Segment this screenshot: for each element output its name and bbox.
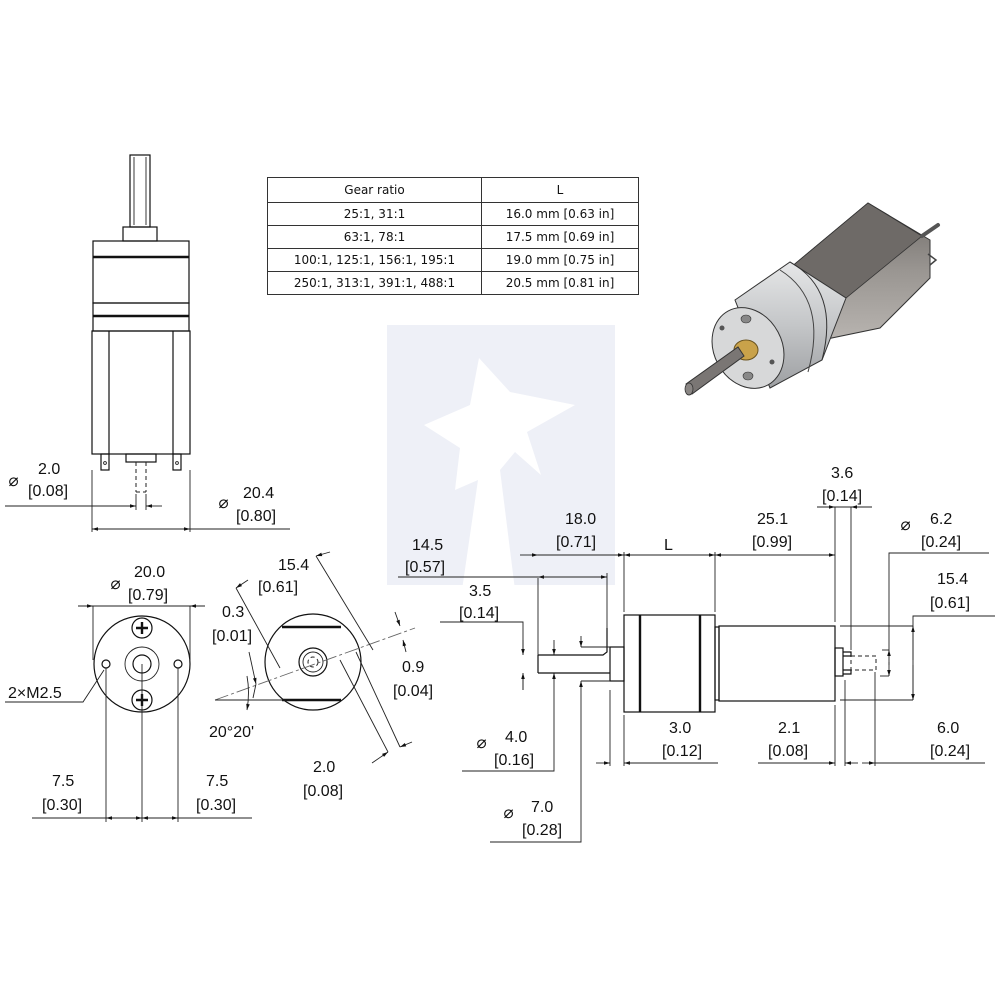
cell-ratio: 63:1, 78:1	[267, 225, 482, 249]
dim-bushing-dia-mm: 6.2	[930, 511, 952, 528]
dim-shaft-dia-mm: 4.0	[505, 729, 527, 746]
column-header-gear-ratio: Gear ratio	[267, 177, 482, 203]
dim-gearbox-dia-mm: 20.0	[134, 564, 165, 581]
dim-right-offset-mm: 7.5	[206, 773, 228, 790]
diameter-symbol: ⌀	[110, 574, 121, 594]
gearmotor-render	[684, 202, 940, 396]
dim-flat-length-mm: 3.5	[469, 583, 491, 600]
dim-bushing-dia-in: [0.24]	[921, 534, 961, 551]
dim-motor-length-mm: 25.1	[757, 511, 788, 528]
side-view	[398, 505, 995, 843]
dim-small-offset-in: [0.01]	[212, 628, 252, 645]
dim-tab-offset-mm: 0.9	[402, 659, 424, 676]
diameter-symbol: ⌀	[8, 471, 19, 491]
cell-length: 20.5 mm [0.81 in]	[481, 271, 639, 295]
column-header-length: L	[481, 177, 639, 203]
table-header-row: Gear ratio L	[267, 177, 639, 203]
label-mount-holes: 2×M2.5	[8, 685, 62, 702]
dim-tab-width-mm: 2.0	[313, 759, 335, 776]
dim-shaft-to-face-mm: 18.0	[565, 511, 596, 528]
dim-boss-dia-in: [0.28]	[522, 822, 562, 839]
cell-length: 16.0 mm [0.63 in]	[481, 202, 639, 226]
dim-small-offset-mm: 0.3	[222, 604, 244, 621]
dim-end-cap-in: [0.14]	[822, 488, 862, 505]
cell-ratio: 100:1, 125:1, 156:1, 195:1	[267, 248, 482, 272]
dim-shaft-to-face-in: [0.71]	[556, 534, 596, 551]
dim-motor-dia-in: [0.80]	[236, 508, 276, 525]
dim-motor-height-in: [0.61]	[930, 595, 970, 612]
dim-terminal-offset-in: [0.08]	[768, 743, 808, 760]
dim-shaft-end-dia-mm: 2.0	[38, 461, 60, 478]
dim-tab-offset-in: [0.04]	[393, 683, 433, 700]
dim-boss-length-in: [0.12]	[662, 743, 702, 760]
diameter-symbol: ⌀	[900, 515, 911, 535]
dim-terminal-length-mm: 6.0	[937, 720, 959, 737]
gear-ratio-table: Gear ratio L 25:1, 31:1 16.0 mm [0.63 in…	[267, 177, 639, 295]
cell-length: 17.5 mm [0.69 in]	[481, 225, 639, 249]
rear-view	[214, 551, 416, 764]
watermark-logo-icon	[424, 358, 575, 590]
dim-shaft-dia-in: [0.16]	[494, 752, 534, 769]
dim-boss-length-mm: 3.0	[669, 720, 691, 737]
dim-width-across-mm: 15.4	[278, 557, 309, 574]
table-row: 63:1, 78:1 17.5 mm [0.69 in]	[267, 225, 639, 249]
dim-left-offset-in: [0.30]	[42, 797, 82, 814]
dim-shaft-end-dia-in: [0.08]	[28, 483, 68, 500]
dim-angle: 20°20'	[209, 724, 254, 741]
dim-motor-length-in: [0.99]	[752, 534, 792, 551]
top-view	[5, 154, 290, 532]
dim-boss-dia-mm: 7.0	[531, 799, 553, 816]
dim-gearbox-length-L: L	[664, 537, 673, 554]
dim-end-cap-mm: 3.6	[831, 465, 853, 482]
dim-flat-length-in: [0.14]	[459, 605, 499, 622]
cell-length: 19.0 mm [0.75 in]	[481, 248, 639, 272]
dim-terminal-length-in: [0.24]	[930, 743, 970, 760]
diameter-symbol: ⌀	[218, 493, 229, 513]
table-row: 250:1, 313:1, 391:1, 488:1 20.5 mm [0.81…	[267, 271, 639, 295]
diameter-symbol: ⌀	[476, 733, 487, 753]
dim-motor-height-mm: 15.4	[937, 571, 968, 588]
table-row: 25:1, 31:1 16.0 mm [0.63 in]	[267, 202, 639, 226]
front-view	[5, 604, 252, 822]
cell-ratio: 250:1, 313:1, 391:1, 488:1	[267, 271, 482, 295]
dim-tab-width-in: [0.08]	[303, 783, 343, 800]
dim-left-offset-mm: 7.5	[52, 773, 74, 790]
diameter-symbol: ⌀	[503, 803, 514, 823]
cell-ratio: 25:1, 31:1	[267, 202, 482, 226]
dim-width-across-in: [0.61]	[258, 579, 298, 596]
dim-right-offset-in: [0.30]	[196, 797, 236, 814]
dim-shaft-length-mm: 14.5	[412, 537, 443, 554]
dim-terminal-offset-mm: 2.1	[778, 720, 800, 737]
table-row: 100:1, 125:1, 156:1, 195:1 19.0 mm [0.75…	[267, 248, 639, 272]
dim-gearbox-dia-in: [0.79]	[128, 587, 168, 604]
dim-motor-dia-mm: 20.4	[243, 485, 274, 502]
dim-shaft-length-in: [0.57]	[405, 559, 445, 576]
